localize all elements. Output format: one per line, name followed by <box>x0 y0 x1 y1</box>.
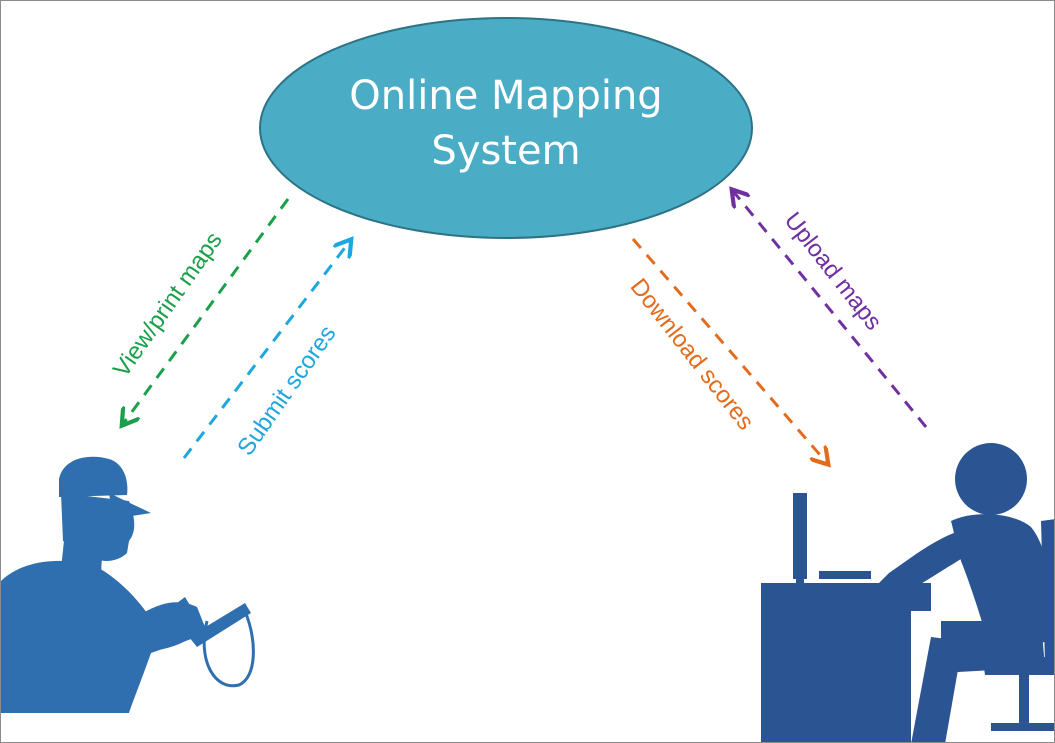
system-label-line2: System <box>431 128 580 174</box>
view-print-maps-arrow <box>123 198 290 424</box>
person-at-computer-desk-icon <box>761 443 1054 742</box>
upload-maps-label: Upload maps <box>779 207 887 335</box>
online-mapping-system-node: Online Mapping System <box>259 17 753 239</box>
submit-scores-label: Submit scores <box>232 321 341 461</box>
system-label-line1: Online Mapping <box>349 73 662 119</box>
person-writing-on-clipboard-icon <box>1 456 255 713</box>
flow-upload-maps: Upload maps <box>733 191 928 428</box>
download-scores-arrow <box>631 238 827 463</box>
flow-submit-scores: Submit scores <box>182 241 350 461</box>
system-ellipse <box>259 17 753 239</box>
flow-view-print-maps: View/print maps <box>108 198 290 424</box>
submit-scores-arrow <box>182 241 350 459</box>
flow-download-scores: Download scores <box>625 238 827 463</box>
download-scores-label: Download scores <box>625 274 760 436</box>
upload-maps-arrow <box>733 191 928 428</box>
